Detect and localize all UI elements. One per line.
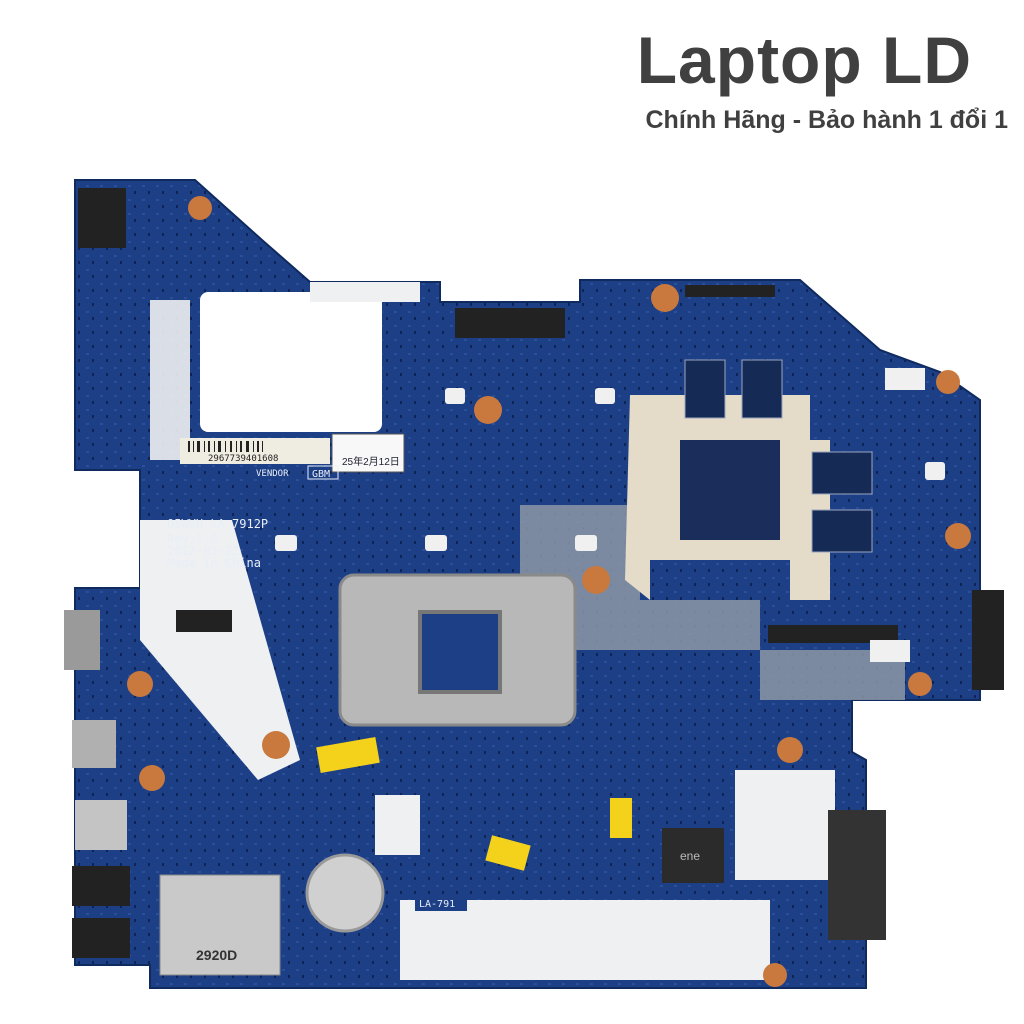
barcode-icon <box>188 441 263 452</box>
silkscreen-area <box>400 900 770 980</box>
vendor-box <box>307 465 339 480</box>
board-date: 2012-03-22 <box>167 544 239 558</box>
memory-chips <box>684 359 873 553</box>
gpu-chip <box>680 440 780 540</box>
cmos-battery <box>305 853 385 933</box>
chip-brand: ene <box>680 849 700 863</box>
silkscreen-area <box>735 770 835 880</box>
card-reader-label: 2920D <box>196 947 237 963</box>
board-pads <box>275 368 945 662</box>
brand-title: Laptop LD <box>636 23 972 97</box>
silkscreen-area <box>150 300 190 460</box>
bottom-label-box <box>415 895 467 911</box>
board-origin: Made In China <box>167 556 261 570</box>
connectors <box>78 188 1004 940</box>
cpu-socket <box>418 610 502 694</box>
brand-subtitle: Chính Hãng - Bảo hành 1 đổi 1 <box>645 106 1009 134</box>
vendor-label: VENDOR <box>256 469 289 479</box>
mounting-holes <box>127 196 971 987</box>
board-revision: Rev:1.0 <box>167 532 218 546</box>
silkscreen-area <box>375 795 420 855</box>
io-ports <box>64 610 281 976</box>
silkscreen-area <box>310 282 420 302</box>
thermal-pad-area <box>520 505 905 700</box>
kapton-tape <box>316 736 632 871</box>
board-model: Q5WVH LA-7912P <box>167 517 268 531</box>
date-sticker <box>331 433 405 473</box>
bottom-label: LA-791 <box>419 899 455 910</box>
sticker-text: 25年2月12日 <box>342 455 400 468</box>
board-cutout <box>200 292 382 432</box>
barcode-number: 2967739401608 <box>208 454 278 464</box>
silkscreen-area <box>140 520 300 780</box>
vendor-value: GBM <box>312 469 330 480</box>
